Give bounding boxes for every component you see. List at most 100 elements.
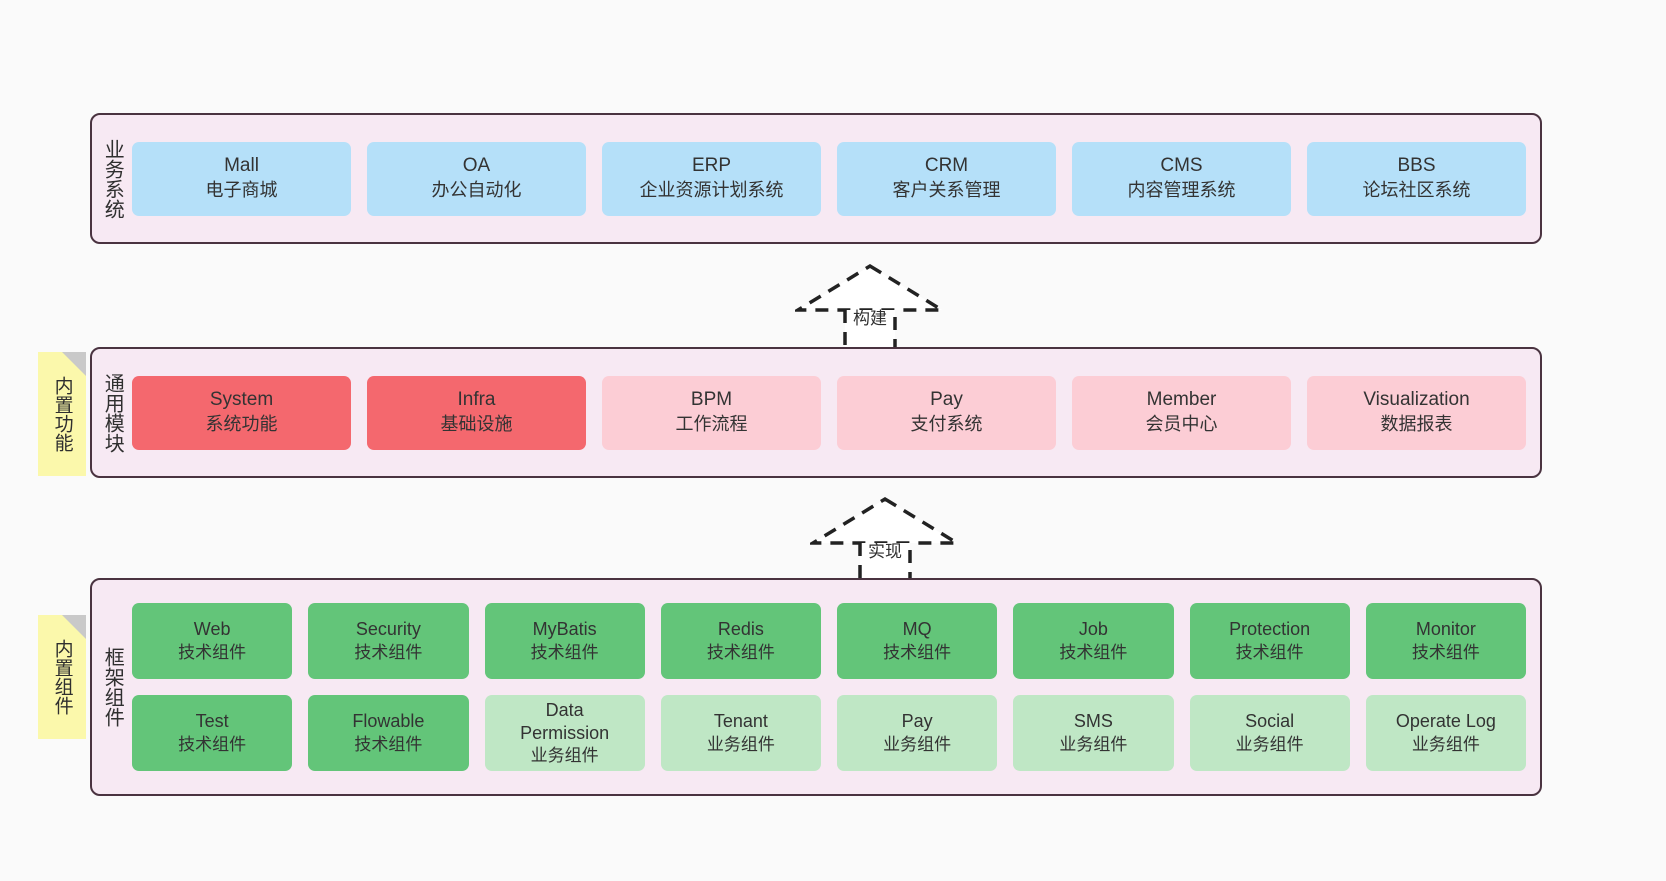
card-erp[interactable]: ERP 企业资源计划系统 — [602, 141, 821, 216]
card-subtitle: 技术组件 — [1059, 642, 1128, 662]
card-title: SMS — [1073, 711, 1113, 732]
card-flowable[interactable]: Flowable 技术组件 — [308, 695, 469, 771]
sticky-note-builtin-components: 内置组件 — [38, 615, 86, 739]
card-subtitle: 技术组件 — [530, 642, 599, 662]
card-subtitle: 技术组件 — [178, 734, 247, 754]
card-title: ERP — [691, 155, 732, 177]
layer-framework-components: 框架组件 Web 技术组件 Security 技术组件 MyBatis 技术组件… — [90, 578, 1542, 796]
card-mybatis[interactable]: MyBatis 技术组件 — [484, 603, 645, 679]
card-subtitle: 业务组件 — [1411, 734, 1480, 754]
card-title: Visualization — [1363, 389, 1470, 411]
card-data-permission[interactable]: Data Permission 业务组件 — [484, 695, 645, 771]
card-subtitle: 电子商城 — [205, 180, 278, 201]
card-bbs[interactable]: BBS 论坛社区系统 — [1307, 141, 1526, 216]
layer-label-common-modules: 通用模块 — [101, 372, 124, 453]
card-title: OA — [462, 155, 491, 177]
card-subtitle: 基础设施 — [440, 414, 513, 435]
layer-body-framework-components: Web 技术组件 Security 技术组件 MyBatis 技术组件 Redi… — [132, 580, 1540, 794]
card-title: Tenant — [713, 711, 768, 732]
card-subtitle: 客户关系管理 — [892, 180, 1001, 201]
card-subtitle: 技术组件 — [883, 642, 952, 662]
layer-business-systems: 业务系统 Mall 电子商城 OA 办公自动化 ERP 企业资源计划系统 CRM… — [90, 113, 1542, 244]
card-title: CMS — [1160, 155, 1203, 177]
card-subtitle: 技术组件 — [354, 734, 423, 754]
card-mall[interactable]: Mall 电子商城 — [132, 141, 351, 216]
card-title: Data Permission — [520, 699, 610, 743]
card-title: MQ — [902, 619, 932, 640]
connector-build-glyph — [791, 263, 949, 352]
card-subtitle: 技术组件 — [706, 642, 775, 662]
card-title: Operate Log — [1395, 711, 1496, 732]
connector-implement-label: 实现 — [868, 542, 902, 561]
connector-implement: 实现 — [806, 495, 964, 585]
card-tenant[interactable]: Tenant 业务组件 — [660, 695, 821, 771]
card-infra[interactable]: Infra 基础设施 — [367, 375, 586, 450]
card-protection[interactable]: Protection 技术组件 — [1189, 603, 1350, 679]
card-row: Test 技术组件 Flowable 技术组件 Data Permission … — [132, 695, 1526, 771]
card-subtitle: 业务组件 — [883, 734, 952, 754]
sticky-note-label: 内置功能 — [51, 376, 73, 452]
card-title: Pay — [901, 711, 933, 732]
card-title: Member — [1146, 389, 1217, 411]
card-title: BBS — [1397, 155, 1436, 177]
card-title: BPM — [690, 389, 733, 411]
sticky-note-label: 内置组件 — [51, 639, 73, 715]
card-social[interactable]: Social 业务组件 — [1189, 695, 1350, 771]
card-bpm[interactable]: BPM 工作流程 — [602, 375, 821, 450]
card-subtitle: 系统功能 — [205, 414, 278, 435]
card-pay-module[interactable]: Pay 支付系统 — [837, 375, 1056, 450]
card-subtitle: 内容管理系统 — [1127, 180, 1236, 201]
card-redis[interactable]: Redis 技术组件 — [660, 603, 821, 679]
card-pay-component[interactable]: Pay 业务组件 — [837, 695, 998, 771]
card-title: MyBatis — [532, 619, 597, 640]
card-subtitle: 支付系统 — [910, 414, 983, 435]
sticky-note-builtin-features: 内置功能 — [38, 352, 86, 476]
connector-build: 构建 — [791, 262, 949, 352]
card-title: Web — [193, 619, 231, 640]
card-operate-log[interactable]: Operate Log 业务组件 — [1365, 695, 1526, 771]
card-security[interactable]: Security 技术组件 — [308, 603, 469, 679]
card-title: Mall — [224, 155, 259, 177]
card-title: Pay — [930, 389, 963, 411]
card-oa[interactable]: OA 办公自动化 — [367, 141, 586, 216]
card-subtitle: 技术组件 — [1411, 642, 1480, 662]
card-subtitle: 工作流程 — [675, 414, 748, 435]
card-subtitle: 业务组件 — [530, 746, 599, 766]
card-subtitle: 论坛社区系统 — [1362, 180, 1471, 201]
card-subtitle: 技术组件 — [178, 642, 247, 662]
card-cms[interactable]: CMS 内容管理系统 — [1072, 141, 1291, 216]
card-monitor[interactable]: Monitor 技术组件 — [1365, 603, 1526, 679]
card-title: Social — [1245, 711, 1295, 732]
card-title: Monitor — [1415, 619, 1476, 640]
layer-body-business-systems: Mall 电子商城 OA 办公自动化 ERP 企业资源计划系统 CRM 客户关系… — [132, 115, 1540, 242]
card-subtitle: 办公自动化 — [431, 180, 522, 201]
card-web[interactable]: Web 技术组件 — [132, 603, 293, 679]
card-title: Protection — [1229, 619, 1311, 640]
card-subtitle: 技术组件 — [1235, 642, 1304, 662]
connector-build-label: 构建 — [853, 309, 887, 328]
card-subtitle: 会员中心 — [1145, 414, 1218, 435]
card-subtitle: 业务组件 — [1059, 734, 1128, 754]
card-title: System — [209, 389, 274, 411]
card-title: Redis — [717, 619, 764, 640]
card-system[interactable]: System 系统功能 — [132, 375, 351, 450]
connector-implement-glyph — [806, 496, 964, 585]
card-row: Mall 电子商城 OA 办公自动化 ERP 企业资源计划系统 CRM 客户关系… — [132, 141, 1526, 216]
card-title: Test — [195, 711, 229, 732]
card-crm[interactable]: CRM 客户关系管理 — [837, 141, 1056, 216]
card-title: CRM — [924, 155, 969, 177]
card-sms[interactable]: SMS 业务组件 — [1013, 695, 1174, 771]
card-job[interactable]: Job 技术组件 — [1013, 603, 1174, 679]
card-visualization[interactable]: Visualization 数据报表 — [1307, 375, 1526, 450]
layer-body-common-modules: System 系统功能 Infra 基础设施 BPM 工作流程 Pay 支付系统… — [132, 349, 1540, 476]
layer-label-framework-components: 框架组件 — [101, 647, 124, 727]
card-test[interactable]: Test 技术组件 — [132, 695, 293, 771]
card-member[interactable]: Member 会员中心 — [1072, 375, 1291, 450]
card-subtitle: 业务组件 — [706, 734, 775, 754]
card-title: Infra — [457, 389, 496, 411]
card-title: Security — [355, 619, 421, 640]
card-mq[interactable]: MQ 技术组件 — [837, 603, 998, 679]
layer-common-modules: 通用模块 System 系统功能 Infra 基础设施 BPM 工作流程 Pay… — [90, 347, 1542, 478]
card-subtitle: 技术组件 — [354, 642, 423, 662]
